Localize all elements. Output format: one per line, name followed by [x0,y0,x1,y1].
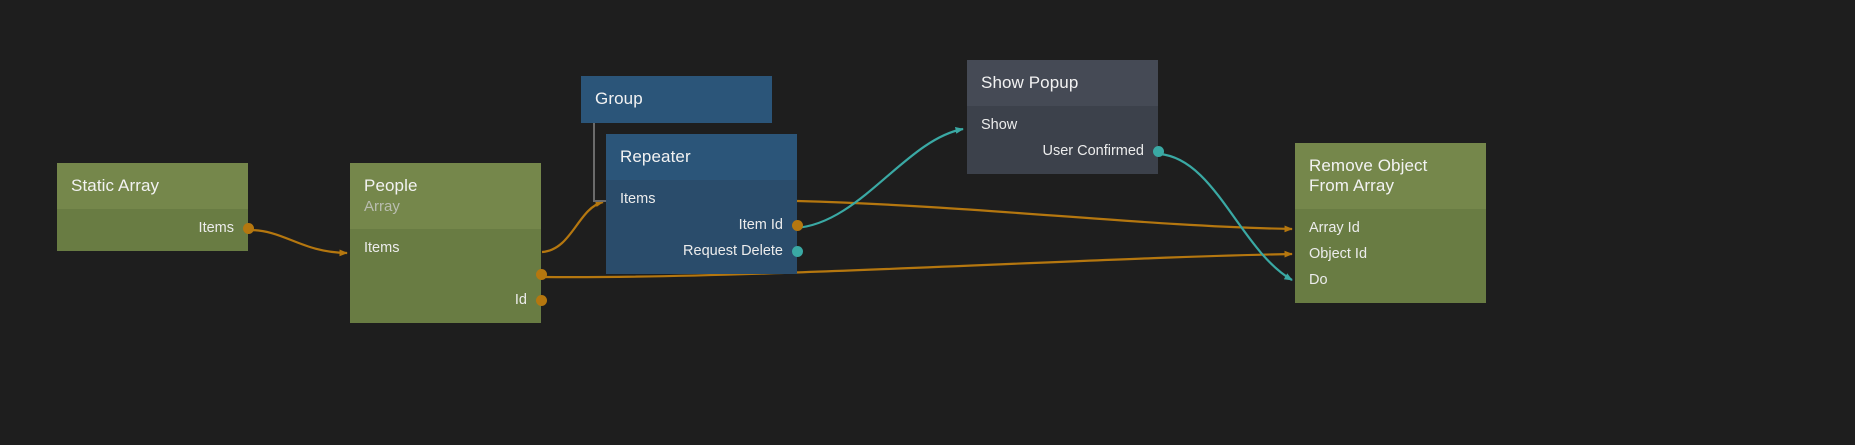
node-title-group: Group [595,89,643,108]
port-dot-data-icon[interactable] [535,294,547,306]
input-port-remove-object-from-array-do[interactable]: Do [1295,267,1486,293]
port-label: Items [364,240,400,256]
port-label: Do [1309,272,1328,288]
group-to-repeater-connector [593,120,607,202]
input-port-remove-object-from-array-array-id[interactable]: Array Id [1295,215,1486,241]
node-group[interactable]: Group [581,76,772,123]
output-port-repeater-item-id[interactable]: Item Id [606,212,803,238]
output-port-people-port[interactable] [350,261,547,287]
node-title-people: People [364,176,418,195]
node-body-static-array: Items [57,209,254,251]
output-port-show-popup-user-confirmed[interactable]: User Confirmed [967,138,1164,164]
input-port-people-items[interactable]: Items [350,235,541,261]
port-dot-signal-icon[interactable] [791,245,803,257]
edge-static-items-to-people-items[interactable] [248,228,348,257]
input-port-repeater-items[interactable]: Items [606,186,797,212]
edge-repeater-request-delete-to-show[interactable] [794,127,964,230]
node-body-remove-object-from-array: Array Id Object Id Do [1295,209,1486,303]
edge-repeater-itemid-to-array-id[interactable] [796,199,1293,233]
port-label: Array Id [1309,220,1360,236]
node-subtitle-people: Array [364,198,400,215]
port-label: Items [198,220,234,236]
node-title-static-array: Static Array [71,176,160,195]
node-title-show-popup: Show Popup [981,73,1079,92]
input-port-remove-object-from-array-object-id[interactable]: Object Id [1295,241,1486,267]
node-title-repeater: Repeater [620,147,691,166]
port-dot-signal-icon[interactable] [1152,145,1164,157]
port-dot-data-icon[interactable] [791,219,803,231]
port-label: User Confirmed [1042,143,1144,159]
output-port-repeater-request-delete[interactable]: Request Delete [606,238,803,264]
output-port-people-id[interactable]: Id [350,287,547,313]
port-label: Show [981,117,1018,133]
node-title-remove-object-from-array: Remove Object From Array [1309,156,1428,195]
node-header-show-popup[interactable]: Show Popup [967,60,1158,106]
node-header-static-array[interactable]: Static Array [57,163,248,209]
port-dot-data-icon[interactable] [535,268,547,280]
input-port-show-popup-show[interactable]: Show [967,112,1158,138]
port-label: Id [514,292,527,308]
port-label: Request Delete [683,243,783,259]
node-header-group[interactable]: Group [581,76,772,123]
output-port-static-array-items[interactable]: Items [57,215,254,241]
port-label: Items [620,191,656,207]
edge-people-items-to-repeater-items[interactable] [541,200,604,254]
port-dot-data-icon[interactable] [242,222,254,234]
node-header-repeater[interactable]: Repeater [606,134,797,180]
port-label: Item Id [738,217,783,233]
node-header-remove-object-from-array[interactable]: Remove Object From Array [1295,143,1486,209]
port-label: Object Id [1309,246,1368,262]
edge-user-confirmed-to-do[interactable] [1158,152,1293,281]
